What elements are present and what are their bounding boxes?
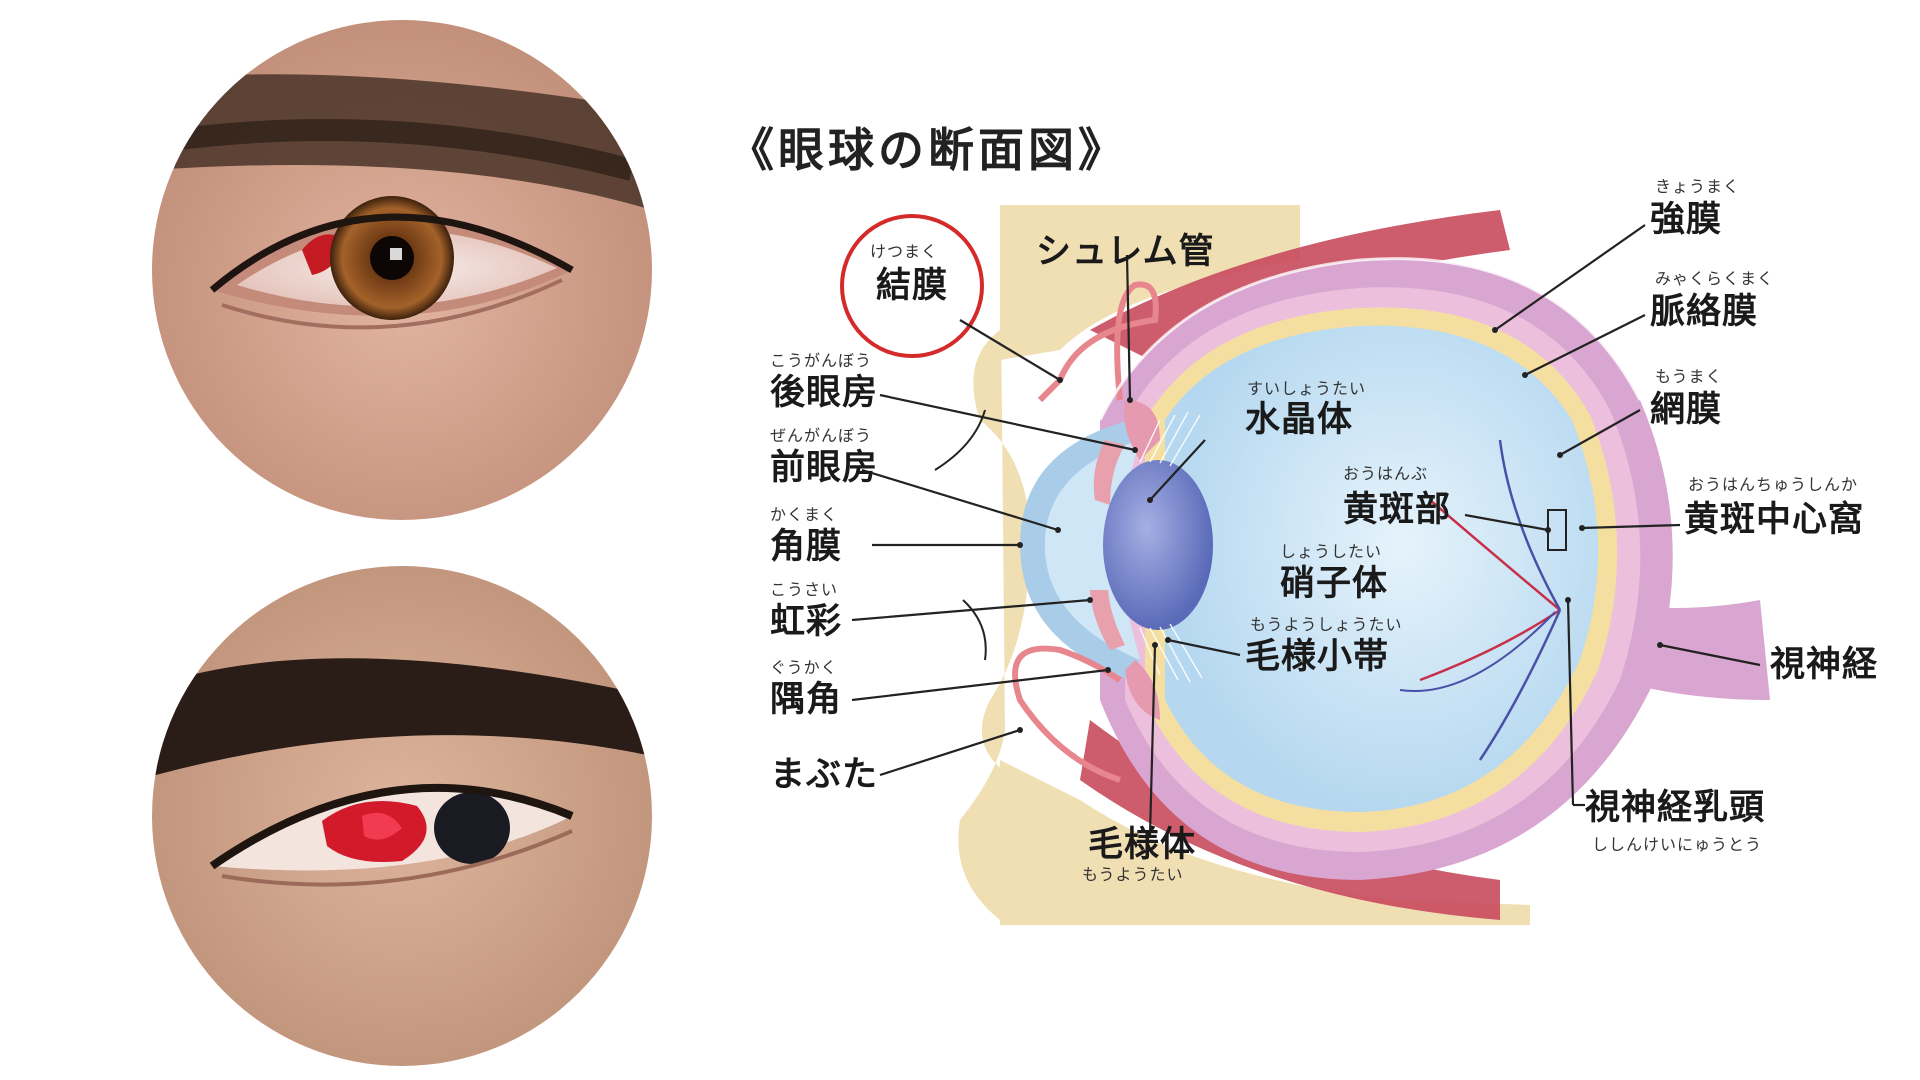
conjunctiva-highlight-circle [840, 214, 984, 358]
label-moyoshotai: 毛様小帯 [1245, 637, 1390, 677]
ciliary-body [1124, 400, 1160, 460]
label-gukaku: 隅角 [770, 680, 843, 720]
label-koganbo: 後眼房 [770, 373, 879, 413]
label-schlemm-canal: シュレム管 [1036, 232, 1215, 272]
label-kosai-ruby: こうさい [770, 580, 839, 599]
cornea [1020, 420, 1140, 680]
ciliary-body-lower [1125, 660, 1160, 720]
label-ketsumaku: 結膜 [876, 266, 949, 306]
label-kyomaku-ruby: きょうまく [1655, 177, 1741, 196]
label-myakurakumaku-ruby: みゃくらくまく [1655, 269, 1775, 288]
label-kakumaku-ruby: かくまく [770, 505, 839, 524]
tissue-top [1000, 205, 1300, 360]
label-shishinkeinyuto-ruby: ししんけいにゅうとう [1592, 835, 1763, 854]
label-momaku-ruby: もうまく [1655, 367, 1723, 386]
label-ohanbu: 黄斑部 [1343, 490, 1452, 530]
label-kosai: 虹彩 [770, 602, 843, 642]
label-zenganbo-ruby: ぜんがんぼう [770, 426, 873, 445]
tissue-bottom [1000, 760, 1530, 925]
label-moyotai-ruby: もうようたい [1082, 865, 1184, 884]
label-kyomaku: 強膜 [1650, 200, 1723, 240]
label-ohanbu-ruby: おうはんぶ [1343, 464, 1429, 483]
lens [1103, 460, 1213, 630]
label-shoshitai: 硝子体 [1280, 564, 1389, 604]
label-mabuta: まぶた [770, 755, 879, 795]
label-shoshitai-ruby: しょうしたい [1280, 542, 1383, 561]
eye-photo-bottom [152, 566, 652, 1066]
label-momaku: 網膜 [1650, 390, 1723, 430]
label-ketsumaku-ruby: けつまく [870, 242, 939, 261]
label-shishinkei: 視神経 [1770, 645, 1879, 685]
label-myakurakumaku: 脈絡膜 [1650, 292, 1759, 332]
vitreous-body [1165, 325, 1599, 812]
label-ohanchushinka: 黄斑中心窩 [1684, 500, 1865, 540]
label-gukaku-ruby: ぐうかく [770, 658, 838, 677]
label-koganbo-ruby: こうがんぼう [770, 351, 873, 370]
label-zenganbo: 前眼房 [770, 448, 879, 488]
iris [1093, 440, 1125, 505]
iris-lower [1090, 590, 1125, 650]
conjunctiva-line-lower [1012, 645, 1122, 783]
label-ohanchushinka-ruby: おうはんちゅうしんか [1688, 475, 1859, 494]
label-kakumaku: 角膜 [770, 527, 843, 567]
label-moyoshotai-ruby: もうようしょうたい [1250, 615, 1403, 634]
label-suishotai-ruby: すいしょうたい [1247, 379, 1367, 398]
label-shishinkeinyuto: 視神経乳頭 [1585, 788, 1766, 828]
label-suishotai: 水晶体 [1245, 400, 1354, 440]
conjunctiva-line [1037, 281, 1159, 403]
label-moyotai: 毛様体 [1088, 825, 1197, 865]
diagram-title: 《眼球の断面図》 [728, 123, 1128, 177]
eye-photo-top [152, 20, 652, 520]
